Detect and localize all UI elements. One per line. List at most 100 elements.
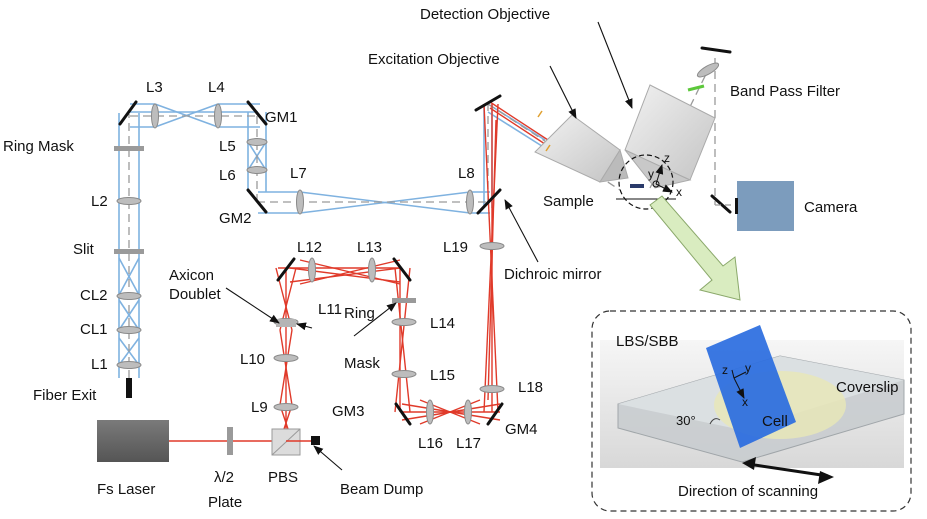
label-half-wave-2: Plate	[208, 494, 242, 511]
light-sheet	[706, 325, 796, 448]
axicon-doublet	[276, 319, 296, 327]
annotation-arrows	[225, 21, 633, 471]
lens-l10	[273, 354, 299, 362]
mirror-gm1	[246, 100, 268, 126]
label-excitation-objective: Excitation Objective	[368, 51, 500, 68]
inset-axis-y: y	[745, 361, 751, 375]
label-gm1: GM1	[265, 109, 298, 126]
mirror-top-right	[474, 94, 502, 112]
label-l13: L13	[357, 239, 382, 256]
label-l15: L15	[430, 367, 455, 384]
scan-arrow	[747, 462, 829, 478]
label-l3: L3	[146, 79, 163, 96]
label-fiber-exit: Fiber Exit	[33, 387, 97, 404]
half-wave-plate	[227, 427, 233, 455]
lens-detection	[696, 62, 720, 78]
label-fs-laser: Fs Laser	[97, 481, 155, 498]
slit	[114, 249, 144, 254]
lens-l3	[151, 103, 159, 129]
lens-l8	[466, 189, 474, 215]
label-l1: L1	[91, 356, 108, 373]
label-beam-dump: Beam Dump	[340, 481, 423, 498]
lens-l5	[246, 138, 268, 146]
label-ring-mask-top: Ring Mask	[3, 138, 74, 155]
label-cl2: CL2	[80, 287, 108, 304]
label-l2: L2	[91, 193, 108, 210]
mirror-l13-corner	[392, 257, 412, 282]
lens-l1	[116, 361, 142, 369]
inset-axis-x: x	[742, 395, 748, 409]
mirror-l12-corner	[276, 257, 296, 282]
lens-l16	[426, 399, 434, 425]
lens-l15	[391, 370, 417, 378]
label-axicon-1: Axicon	[169, 267, 214, 284]
label-camera: Camera	[804, 199, 858, 216]
ring-mask-mid	[392, 298, 416, 303]
label-pbs: PBS	[268, 469, 298, 486]
sample-axis-y: y	[648, 167, 654, 181]
blue-beam-path	[118, 103, 546, 378]
zoom-arrow	[649, 195, 741, 301]
mirror-dichroic	[476, 188, 502, 215]
lens-l19	[479, 242, 505, 250]
inset-axis-z: z	[722, 363, 728, 377]
masks-and-plates	[114, 146, 416, 455]
label-l11: L11	[318, 301, 342, 318]
inset-label-angle: 30°	[676, 413, 696, 428]
camera-sensor	[735, 198, 738, 214]
label-dichroic-mirror: Dichroic mirror	[504, 266, 602, 283]
label-l10: L10	[240, 351, 265, 368]
labels: Detection Objective Excitation Objective…	[3, 6, 858, 511]
lens-l13	[368, 257, 376, 283]
lens-l18	[479, 385, 505, 393]
mirror-gm3	[394, 402, 412, 426]
lens-l7	[296, 189, 304, 215]
lens-l9	[273, 403, 299, 411]
lenses	[116, 62, 720, 425]
inset-label-coverslip: Coverslip	[836, 379, 899, 396]
label-l19: L19	[443, 239, 468, 256]
mirror-top-left	[118, 100, 138, 126]
beam-dump	[311, 436, 320, 445]
detection-objective	[624, 84, 716, 189]
label-gm4: GM4	[505, 421, 538, 438]
label-ring-mask-mid-1: Ring	[344, 305, 375, 322]
label-band-pass-filter: Band Pass Filter	[730, 83, 840, 100]
label-l4: L4	[208, 79, 225, 96]
label-l16: L16	[418, 435, 443, 452]
mirrors	[118, 46, 732, 426]
mirror-gm2	[246, 188, 268, 214]
inset-panel: LBS/SBB Coverslip Cell 30° Direction of …	[591, 310, 912, 512]
label-l14: L14	[430, 315, 455, 332]
beam-marks	[537, 110, 551, 152]
lens-l4	[214, 103, 222, 129]
fs-laser	[97, 420, 169, 462]
lens-l14	[391, 318, 417, 326]
label-l17: L17	[456, 435, 481, 452]
label-axicon-2: Doublet	[169, 286, 222, 303]
ring-mask-top	[114, 146, 144, 151]
fiber-exit	[126, 378, 132, 398]
label-l7: L7	[290, 165, 307, 182]
inset-label-cell: Cell	[762, 413, 788, 430]
lens-l6	[246, 166, 268, 174]
lens-cl1	[116, 326, 142, 334]
mirror-gm4	[486, 402, 504, 426]
lens-l2	[116, 197, 142, 205]
inset-label-lbs-sbb: LBS/SBB	[616, 333, 679, 350]
inset-label-direction: Direction of scanning	[678, 483, 818, 500]
lens-cl2	[116, 292, 142, 300]
label-l8: L8	[458, 165, 475, 182]
label-l9: L9	[251, 399, 268, 416]
lens-l12	[308, 257, 316, 283]
label-l6: L6	[219, 167, 236, 184]
label-cl1: CL1	[80, 321, 108, 338]
label-gm3: GM3	[332, 403, 365, 420]
sample-area	[616, 154, 676, 210]
label-half-wave-1: λ/2	[214, 469, 234, 486]
lens-l17	[464, 399, 472, 425]
label-l5: L5	[219, 138, 236, 155]
label-slit: Slit	[73, 241, 95, 258]
label-l18: L18	[518, 379, 543, 396]
